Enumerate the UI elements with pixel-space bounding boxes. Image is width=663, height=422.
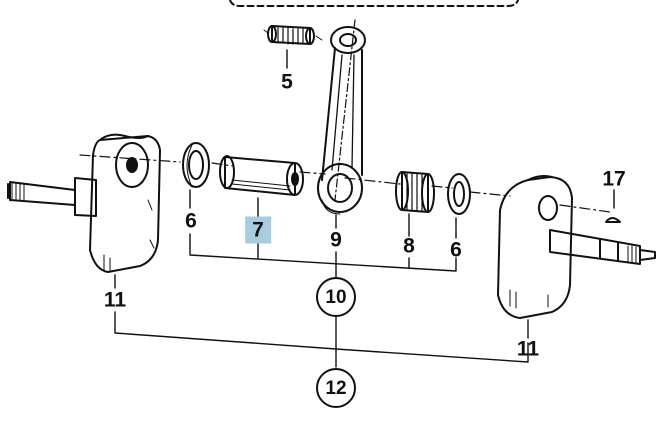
callout-8[interactable]: 8 bbox=[403, 234, 415, 258]
right-flywheel-drawing bbox=[497, 175, 656, 319]
connecting-rod-drawing bbox=[317, 26, 366, 215]
group-callout-12[interactable]: 12 bbox=[316, 368, 356, 408]
reference-box-edge bbox=[229, 0, 519, 7]
group-callout-10[interactable]: 10 bbox=[316, 277, 356, 317]
callout-5[interactable]: 5 bbox=[281, 70, 293, 94]
callout-6-right[interactable]: 6 bbox=[450, 238, 462, 262]
rod-centerline bbox=[334, 19, 356, 201]
left-flywheel-drawing bbox=[7, 133, 161, 273]
group-callout-12-label: 12 bbox=[325, 377, 347, 399]
group-callout-10-label: 10 bbox=[325, 286, 347, 308]
woodruff-key-drawing bbox=[605, 217, 621, 223]
callout-11-right[interactable]: 11 bbox=[516, 337, 540, 361]
big-end-bearing-drawing bbox=[395, 171, 435, 213]
left-washer-drawing bbox=[182, 142, 210, 188]
right-washer-drawing bbox=[447, 173, 471, 215]
callout-17[interactable]: 17 bbox=[602, 167, 626, 191]
crank-pin-drawing bbox=[219, 155, 304, 196]
callout-6-left[interactable]: 6 bbox=[185, 209, 197, 233]
callout-11-left[interactable]: 11 bbox=[103, 288, 127, 312]
leader-lines bbox=[114, 49, 615, 368]
upper-bearing-drawing bbox=[263, 25, 323, 45]
callout-7-highlighted[interactable]: 7 bbox=[245, 216, 271, 244]
callout-9[interactable]: 9 bbox=[330, 228, 342, 252]
